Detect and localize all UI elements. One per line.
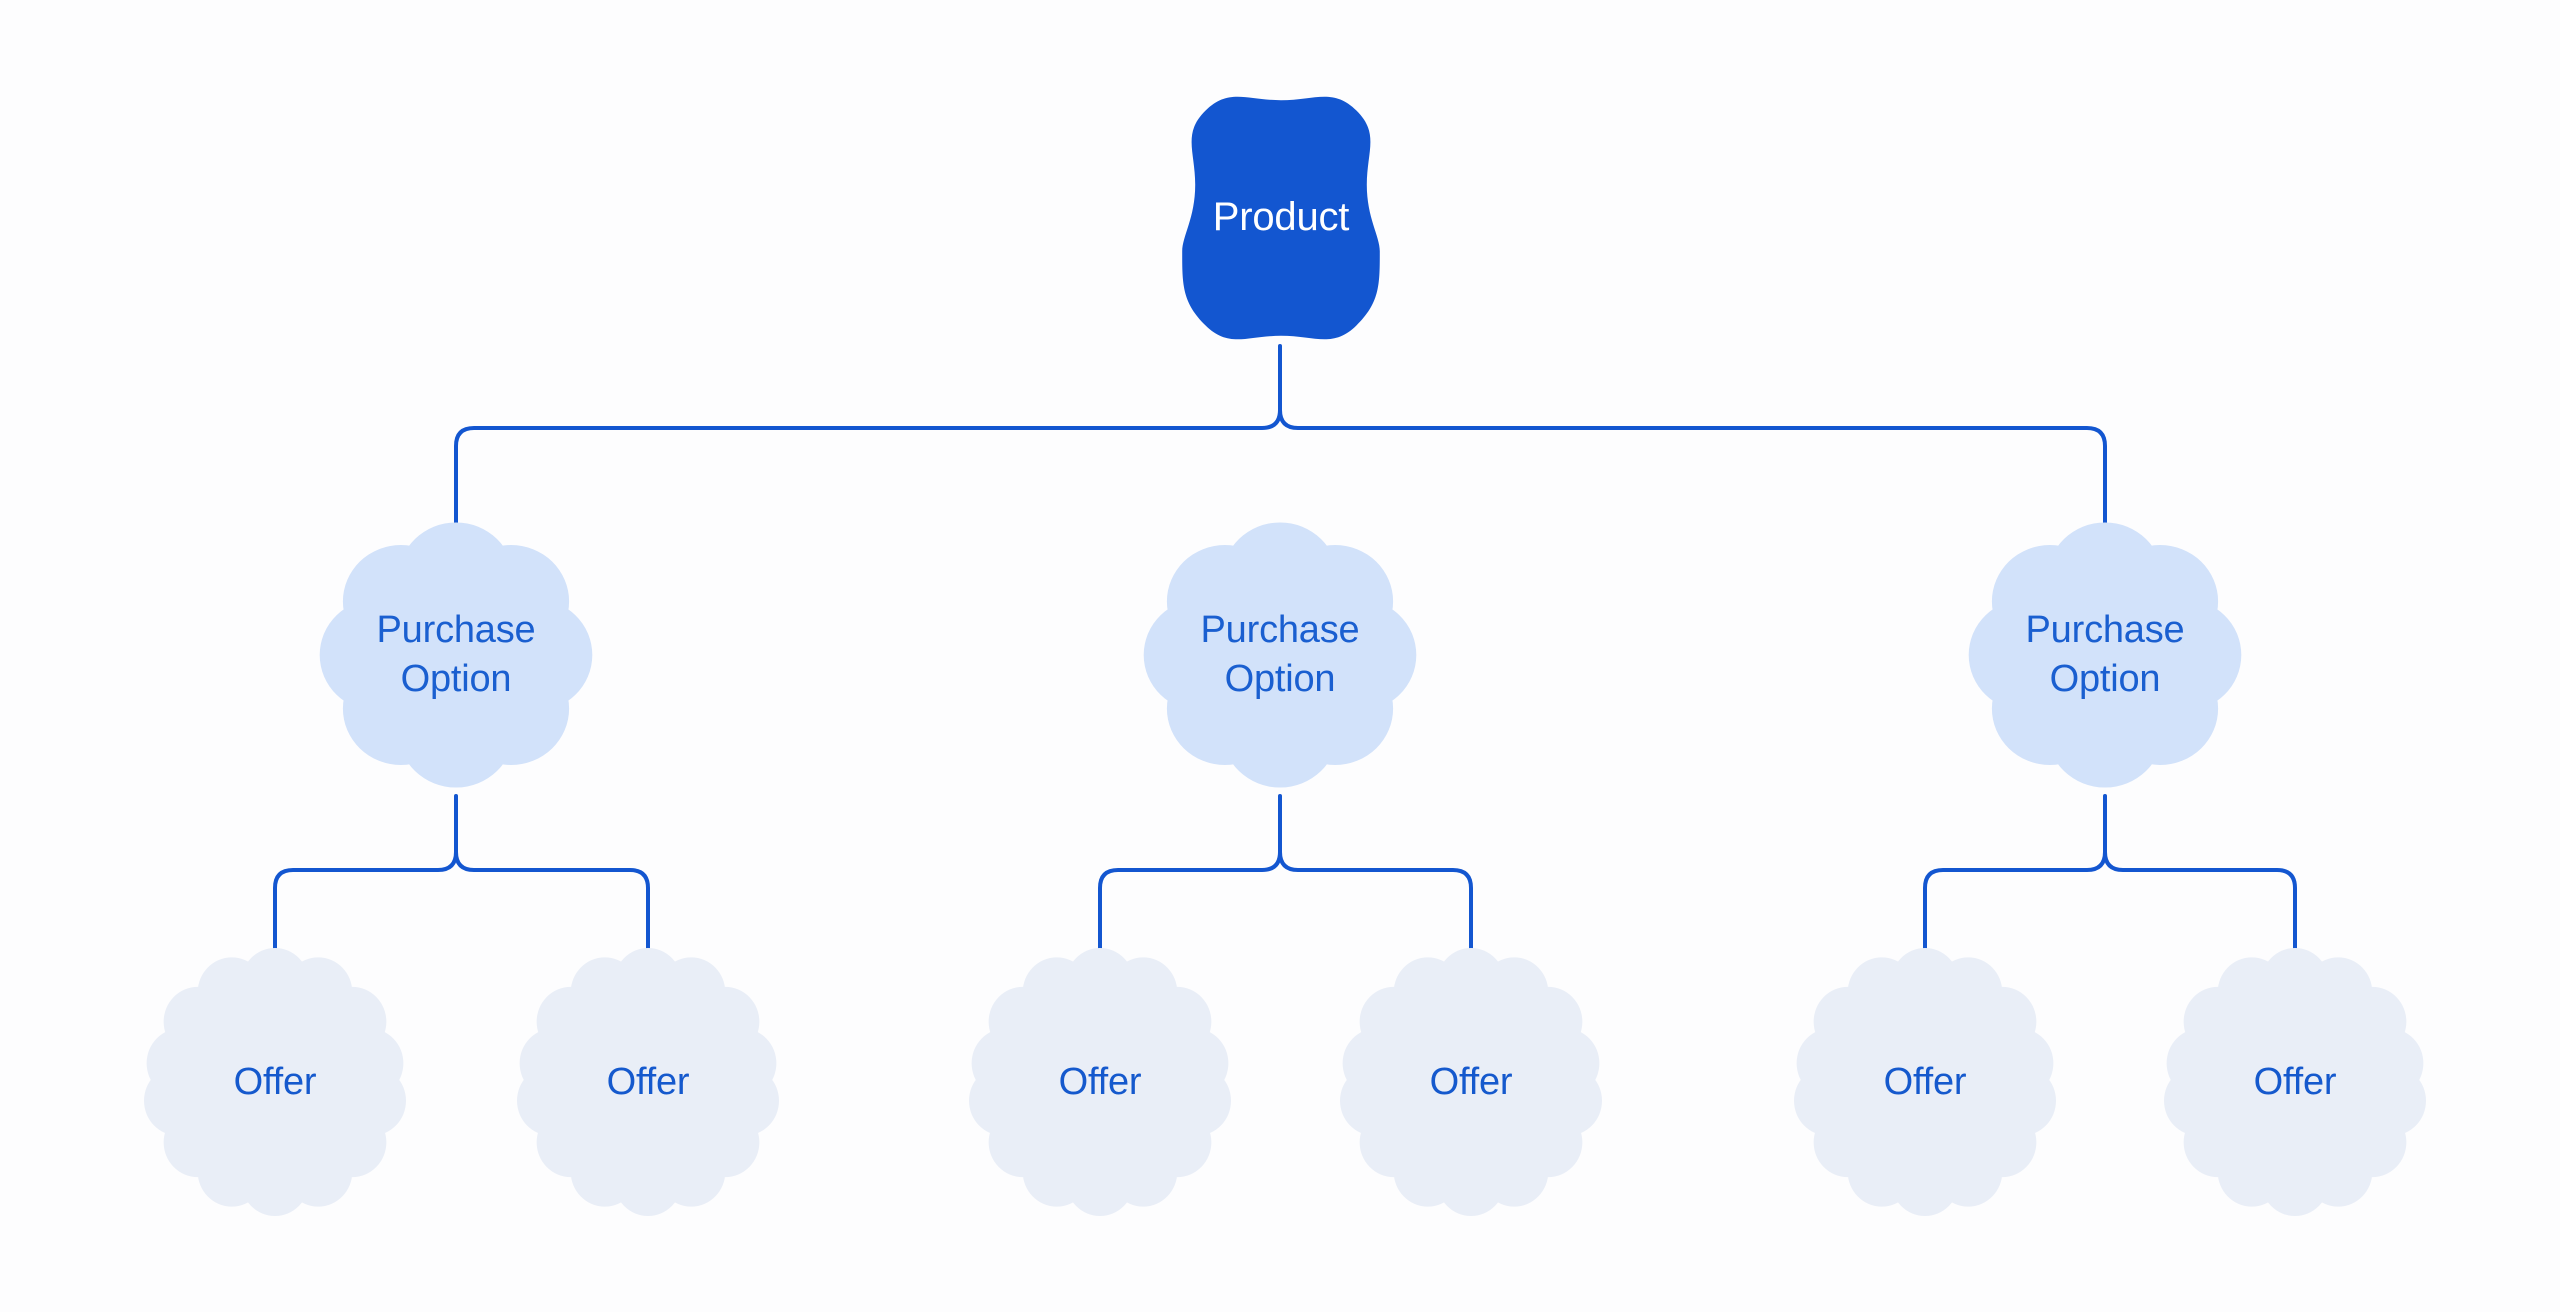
node-offer-4[interactable]: Offer: [1340, 948, 1602, 1216]
node-offer-5[interactable]: Offer: [1794, 948, 2056, 1216]
node-purchase-option-1[interactable]: Purchase Option: [311, 514, 601, 796]
purchase-option-flower-shape: [319, 522, 593, 788]
offer-scallop-shape: [969, 948, 1231, 1216]
edge-option3-bus: [1923, 850, 2297, 950]
purchase-option-flower-shape: [1968, 522, 2242, 788]
offer-scallop-shape: [1340, 948, 1602, 1216]
node-purchase-option-3-label: Purchase Option: [2025, 609, 2185, 700]
node-product-label: Product: [1212, 195, 1350, 240]
node-offer-2[interactable]: Offer: [517, 948, 779, 1216]
edge-option2-bus: [1098, 850, 1473, 950]
node-offer-6[interactable]: Offer: [2164, 948, 2426, 1216]
product-blob-shape: [1182, 96, 1380, 340]
node-offer-5-label: Offer: [1883, 1060, 1967, 1103]
purchase-option-flower-shape: [1143, 522, 1417, 788]
node-offer-4-label: Offer: [1429, 1060, 1513, 1103]
node-offer-3[interactable]: Offer: [969, 948, 1231, 1216]
node-offer-6-label: Offer: [2253, 1060, 2337, 1103]
node-offer-3-label: Offer: [1058, 1060, 1142, 1103]
offer-scallop-shape: [2164, 948, 2426, 1216]
node-purchase-option-3[interactable]: Purchase Option: [1960, 514, 2250, 796]
offer-scallop-shape: [144, 948, 406, 1216]
node-offer-1[interactable]: Offer: [144, 948, 406, 1216]
node-offer-2-label: Offer: [606, 1060, 690, 1103]
edge-option1-bus: [273, 850, 650, 950]
offer-scallop-shape: [1794, 948, 2056, 1216]
node-purchase-option-2[interactable]: Purchase Option: [1135, 514, 1425, 796]
node-product[interactable]: Product: [1151, 90, 1411, 346]
offer-scallop-shape: [517, 948, 779, 1216]
node-purchase-option-1-label: Purchase Option: [376, 609, 536, 700]
node-offer-1-label: Offer: [233, 1060, 317, 1103]
node-purchase-option-2-label: Purchase Option: [1200, 609, 1360, 700]
